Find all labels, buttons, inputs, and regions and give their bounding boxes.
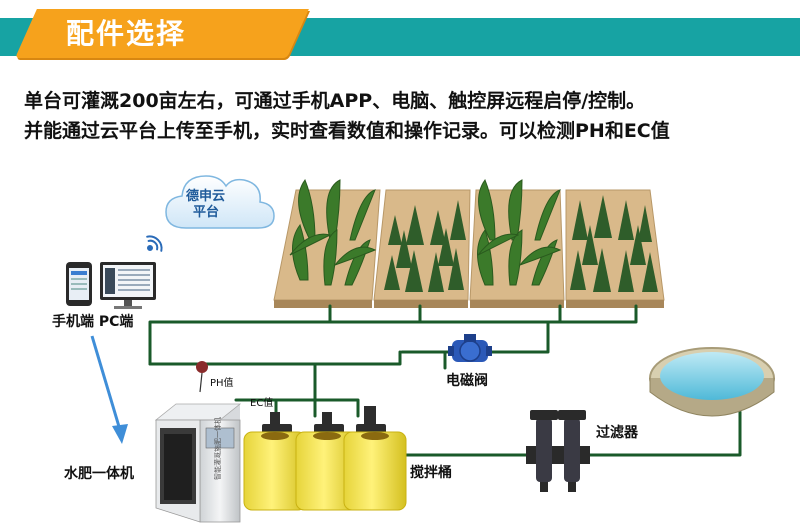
monitor-icon <box>100 262 156 309</box>
machine-panel-text: 智能灌溉施肥一体机 <box>213 417 222 480</box>
arrow-icon <box>90 335 128 444</box>
cloud-label-line2: 平台 <box>193 205 220 220</box>
page-title: 配件选择 <box>66 17 187 50</box>
machine-icon <box>154 403 242 523</box>
valve-icon <box>448 334 492 362</box>
description-line-1: 单台可灌溉200亩左右，可通过手机APP、电脑、触控屏远程启停/控制。 <box>24 90 646 112</box>
ph-label: PH值 <box>210 378 234 389</box>
wifi-icon <box>146 235 163 252</box>
devices-label: 手机端 PC端 <box>52 314 134 330</box>
valve-label: 电磁阀 <box>446 373 488 389</box>
phone-icon <box>66 262 92 306</box>
cloud-label-line1: 德申云 <box>186 189 226 204</box>
sensor-icon <box>196 361 208 393</box>
pipe-network <box>148 304 742 457</box>
filter-icon <box>526 410 590 492</box>
filter-label: 过滤器 <box>596 425 638 441</box>
description-line-2: 并能通过云平台上传至手机，实时查看数值和操作记录。可以检测PH和EC值 <box>24 120 670 142</box>
pool-icon <box>649 347 775 417</box>
tanks-label: 搅拌桶 <box>410 465 452 481</box>
tank-icon <box>243 406 407 511</box>
cloud-icon <box>165 175 275 229</box>
machine-label: 水肥一体机 <box>64 466 134 482</box>
ec-label: EC值 <box>250 398 274 409</box>
